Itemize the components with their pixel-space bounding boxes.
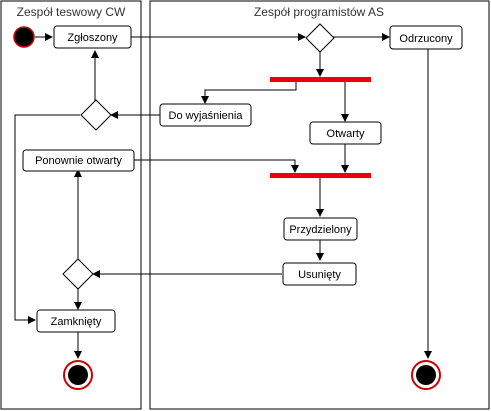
node-zgloszony-label: Zgłoszony xyxy=(67,32,118,44)
edge-decision-to-zamkniety xyxy=(14,114,80,324)
final-node-right xyxy=(411,360,441,390)
node-przydzielony-label: Przydzielony xyxy=(289,224,352,236)
node-otwarty: Otwarty xyxy=(309,121,382,145)
lane-dev-team-title: Zespół programistów AS xyxy=(254,5,384,19)
fork-bar-1 xyxy=(270,77,371,82)
decision-after-zgloszony xyxy=(305,23,335,53)
node-ponownie-otwarty-label: Ponownie otwarty xyxy=(35,155,122,167)
final-node-left xyxy=(63,360,93,390)
node-odrzucony-label: Odrzucony xyxy=(399,33,453,45)
node-usuniety-label: Usunięty xyxy=(298,269,341,281)
edge-fork1-to-do-wyjasnienia xyxy=(201,80,297,104)
join-bar-2 xyxy=(270,173,371,178)
node-zgloszony: Zgłoszony xyxy=(53,25,132,49)
lane-test-team xyxy=(0,0,142,410)
decision-after-usuniety xyxy=(62,258,94,290)
node-zamkniety: Zamknięty xyxy=(36,309,116,333)
node-przydzielony: Przydzielony xyxy=(283,217,358,241)
node-ponownie-otwarty: Ponownie otwarty xyxy=(22,149,135,172)
edge-ponownie-to-fork2 xyxy=(134,159,299,173)
decision-clarification xyxy=(80,99,112,131)
lane-test-team-title: Zespół teswowy CW xyxy=(17,5,126,19)
node-zamkniety-label: Zamknięty xyxy=(51,316,102,328)
node-do-wyjasnienia-label: Do wyjaśnienia xyxy=(169,110,244,122)
node-odrzucony: Odrzucony xyxy=(389,25,463,50)
node-do-wyjasnienia: Do wyjaśnienia xyxy=(159,103,252,127)
node-otwarty-label: Otwarty xyxy=(327,128,365,140)
node-usuniety: Usunięty xyxy=(282,262,357,286)
initial-node xyxy=(13,26,35,48)
